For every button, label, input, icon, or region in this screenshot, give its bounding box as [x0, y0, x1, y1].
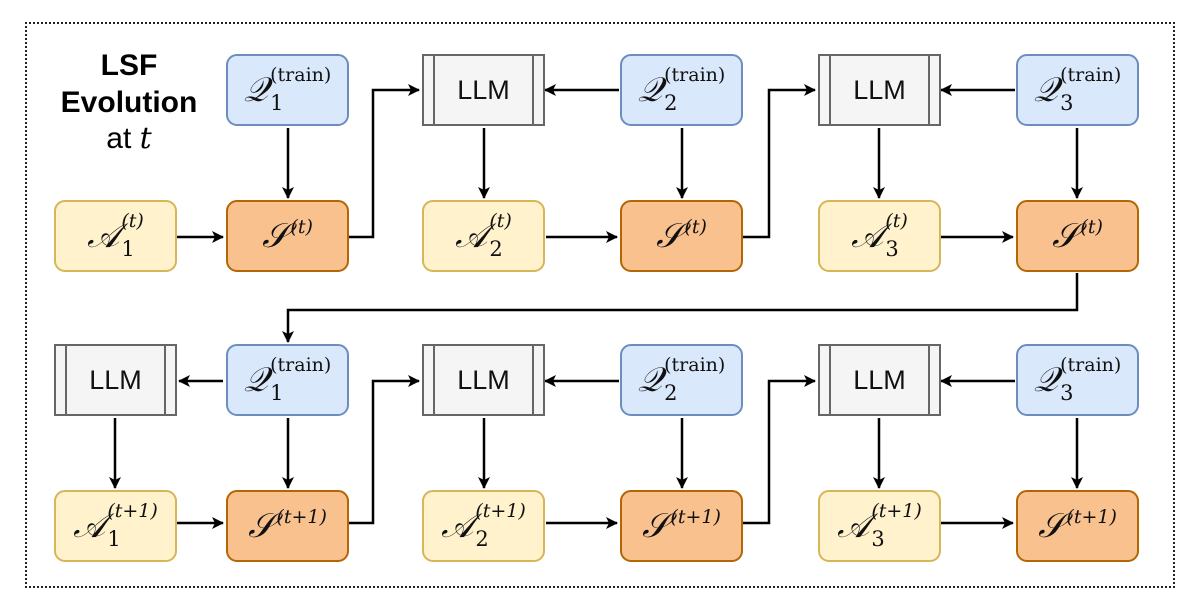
score-symbol: 𝒮	[642, 506, 669, 546]
answer-1-node-t: 𝒜(t) 1	[54, 200, 177, 272]
query-3-node-bottom: 𝒬(train) 3	[1016, 344, 1139, 416]
score-symbol: 𝒮	[656, 216, 683, 256]
llm-label: LLM	[89, 364, 142, 395]
score-3-node-t: 𝒮(t)	[1016, 200, 1139, 272]
query-index: 1	[270, 381, 284, 405]
answer-symbol: 𝒜	[87, 216, 120, 256]
score-superscript: (t+1)	[1066, 505, 1117, 528]
answer-symbol: 𝒜	[851, 216, 884, 256]
answer-symbol: 𝒜	[837, 506, 870, 546]
query-symbol: 𝒬	[637, 360, 663, 400]
title-time-var: t	[139, 121, 152, 157]
answer-symbol: 𝒜	[441, 506, 474, 546]
llm-2-node-top: LLM	[422, 54, 545, 126]
score-superscript: (t)	[290, 215, 313, 238]
llm-2-node-bottom: LLM	[422, 344, 545, 416]
answer-index: 1	[107, 527, 121, 551]
answer-1-node-t1: 𝒜(t+1) 1	[54, 490, 177, 562]
query-index: 1	[270, 91, 284, 115]
query-superscript: (train)	[270, 64, 332, 86]
query-1-node-top: 𝒬(train) 1	[226, 54, 349, 126]
title-at: at	[106, 122, 132, 156]
query-1-node-bottom: 𝒬(train) 1	[226, 344, 349, 416]
answer-superscript: (t)	[885, 210, 908, 232]
answer-index: 3	[871, 527, 885, 551]
llm-3-node-top: LLM	[818, 54, 941, 126]
edge-s1-llm2-bottom	[349, 375, 420, 525]
query-symbol: 𝒬	[243, 70, 269, 110]
score-symbol: 𝒮	[262, 216, 289, 256]
query-2-node-bottom: 𝒬(train) 2	[620, 344, 743, 416]
llm-label: LLM	[457, 364, 510, 395]
query-index: 2	[664, 91, 678, 115]
query-index: 3	[1060, 381, 1074, 405]
answer-index: 2	[489, 237, 503, 261]
answer-symbol: 𝒜	[455, 216, 488, 256]
query-symbol: 𝒬	[1033, 70, 1059, 110]
edge-s2-llm3-bottom	[743, 375, 816, 525]
answer-2-node-t1: 𝒜(t+1) 2	[422, 490, 545, 562]
llm-3-node-bottom: LLM	[818, 344, 941, 416]
query-2-node-top: 𝒬(train) 2	[620, 54, 743, 126]
edge-wrap-to-q1	[282, 273, 1079, 343]
answer-superscript: (t+1)	[871, 500, 922, 522]
score-1-node-t: 𝒮(t)	[226, 200, 349, 272]
answer-index: 3	[885, 237, 899, 261]
query-3-node-top: 𝒬(train) 3	[1016, 54, 1139, 126]
answer-superscript: (t+1)	[475, 500, 526, 522]
query-superscript: (train)	[664, 64, 726, 86]
score-symbol: 𝒮	[248, 506, 275, 546]
llm-label: LLM	[853, 74, 906, 105]
dotted-frame	[25, 22, 1175, 588]
answer-superscript: (t)	[121, 210, 144, 232]
score-symbol: 𝒮	[1052, 216, 1079, 256]
query-symbol: 𝒬	[243, 360, 269, 400]
edge-s2-llm3-top	[743, 84, 816, 239]
query-symbol: 𝒬	[1033, 360, 1059, 400]
score-superscript: (t)	[1080, 215, 1103, 238]
query-superscript: (train)	[1060, 354, 1122, 376]
title-line-2: Evolution	[60, 85, 198, 119]
title-line-3: at t	[55, 121, 203, 158]
score-superscript: (t)	[684, 215, 707, 238]
answer-3-node-t1: 𝒜(t+1) 3	[818, 490, 941, 562]
score-1-node-t1: 𝒮(t+1)	[226, 490, 349, 562]
query-superscript: (train)	[664, 354, 726, 376]
llm-label: LLM	[457, 74, 510, 105]
answer-symbol: 𝒜	[73, 506, 106, 546]
score-symbol: 𝒮	[1038, 506, 1065, 546]
answer-2-node-t: 𝒜(t) 2	[422, 200, 545, 272]
answer-index: 2	[475, 527, 489, 551]
title-line-1: LSF	[100, 49, 158, 82]
edge-s1-llm2-top	[349, 84, 420, 239]
query-superscript: (train)	[270, 354, 332, 376]
diagram-title: LSF Evolution at t	[55, 48, 203, 158]
query-index: 2	[664, 381, 678, 405]
score-superscript: (t+1)	[276, 505, 327, 528]
query-superscript: (train)	[1060, 64, 1122, 86]
llm-1-node-bottom: LLM	[54, 344, 177, 416]
score-3-node-t1: 𝒮(t+1)	[1016, 490, 1139, 562]
answer-3-node-t: 𝒜(t) 3	[818, 200, 941, 272]
score-2-node-t: 𝒮(t)	[620, 200, 743, 272]
query-index: 3	[1060, 91, 1074, 115]
query-symbol: 𝒬	[637, 70, 663, 110]
llm-label: LLM	[853, 364, 906, 395]
score-2-node-t1: 𝒮(t+1)	[620, 490, 743, 562]
answer-index: 1	[121, 237, 135, 261]
score-superscript: (t+1)	[670, 505, 721, 528]
answer-superscript: (t+1)	[107, 500, 158, 522]
answer-superscript: (t)	[489, 210, 512, 232]
